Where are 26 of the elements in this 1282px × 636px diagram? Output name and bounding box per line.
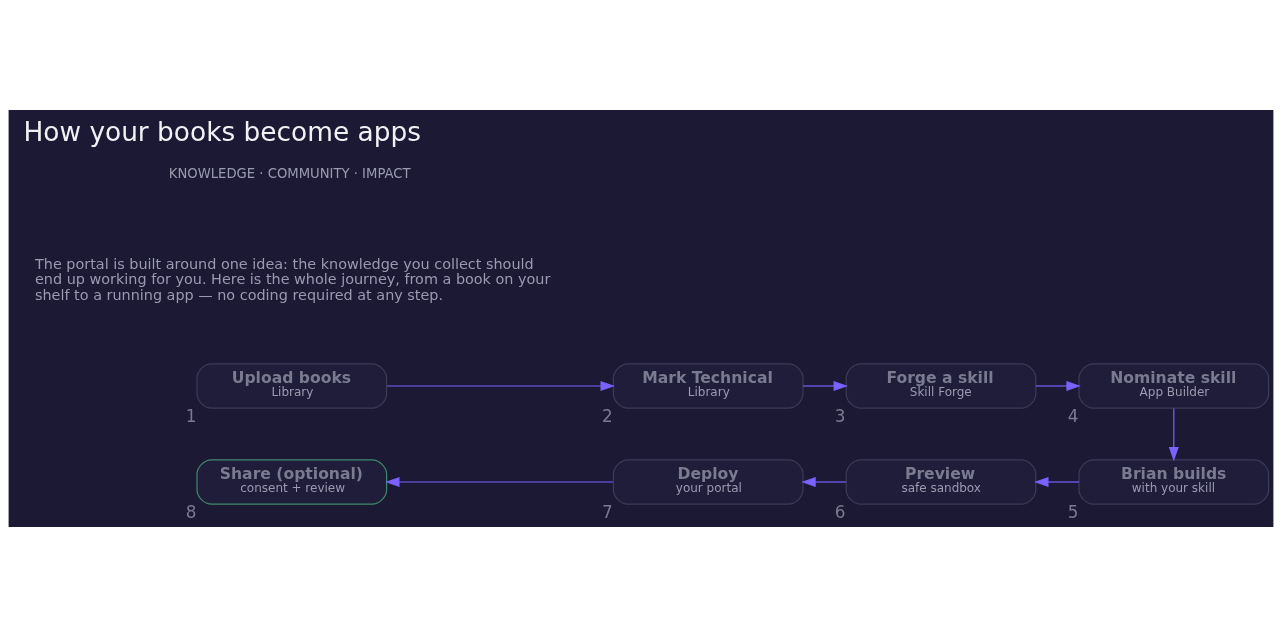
node-box: Share (optional) consent + review [196, 458, 388, 505]
node-box: Deploy your portal [612, 458, 804, 505]
label: KNOWLEDGE · COMMUNITY · IMPACT [168, 165, 411, 181]
node-label: 3 [834, 405, 846, 426]
arrow [385, 476, 614, 487]
node-label: 4 [1067, 405, 1079, 426]
arrow [386, 380, 615, 391]
node-box: Preview safe sandbox [845, 458, 1037, 505]
node-label: 6 [834, 501, 846, 522]
node-label: 8 [185, 501, 197, 522]
arrow [801, 476, 847, 487]
node-label: 2 [602, 405, 613, 426]
node-box: Mark Technical Library [612, 362, 804, 409]
diagram-title: How your books become apps [23, 115, 421, 147]
node-label: 1 [185, 405, 197, 426]
node-label: 7 [602, 501, 613, 522]
arrow [1035, 380, 1081, 391]
label: The portal is built around one idea: the knowledge you collect should end up working for you. Here is the whole journey, from a book on your shelf to a running app — no coding required at any step. [35, 255, 551, 303]
node-box: Forge a skill Skill Forge [845, 362, 1037, 409]
arrow [1168, 407, 1179, 461]
node-label: 5 [1067, 501, 1079, 522]
arrow [1034, 476, 1080, 487]
arrow [802, 380, 848, 391]
node-box: Brian builds with your skill [1078, 458, 1270, 505]
node-box: Nominate skill App Builder [1078, 362, 1270, 409]
node-box: Upload books Library [196, 362, 388, 409]
